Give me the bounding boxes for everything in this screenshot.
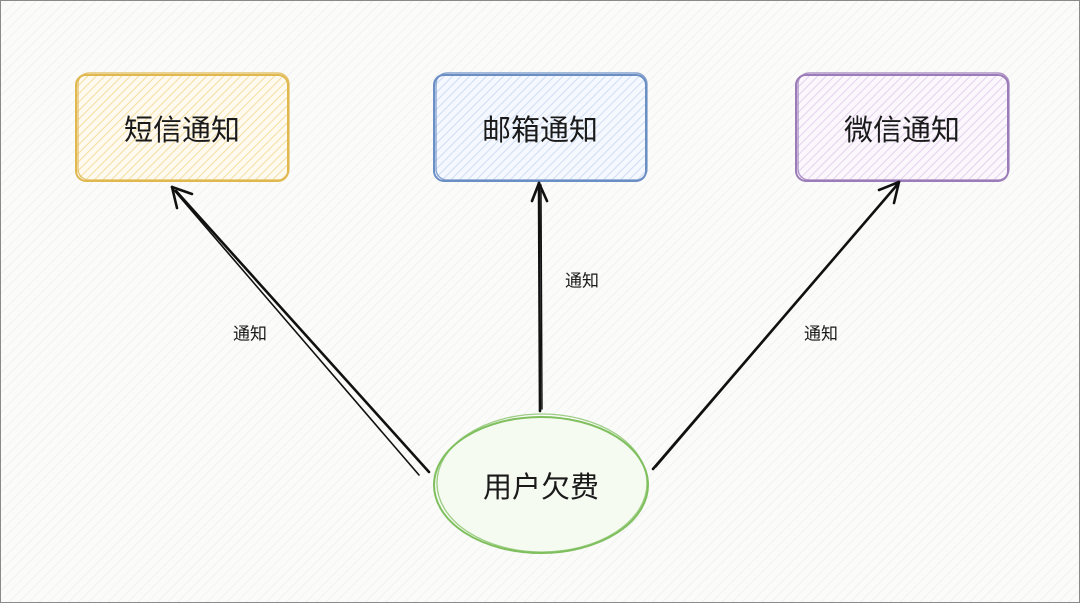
wechat-node-label: 微信通知	[843, 113, 961, 147]
edge-label-sms: 通知	[233, 324, 267, 345]
user-arrears-node-label: 用户欠费	[482, 470, 600, 504]
sms-node-label: 短信通知	[123, 113, 241, 147]
arrow-to-email	[530, 181, 549, 413]
email-node-label: 邮箱通知	[481, 113, 599, 147]
arrow-to-sms	[170, 185, 431, 476]
sms-node-box	[75, 72, 290, 182]
user-arrears-node-ellipse	[433, 413, 649, 554]
edge-label-email: 通知	[565, 271, 599, 292]
email-node-box	[433, 72, 648, 182]
wechat-node-box	[795, 72, 1010, 182]
arrow-to-wechat	[651, 180, 901, 471]
edge-label-wechat: 通知	[804, 324, 838, 345]
